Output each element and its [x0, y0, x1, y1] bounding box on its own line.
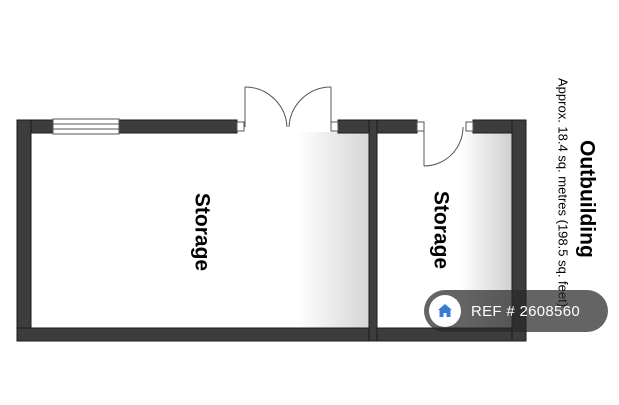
door-jambs [236, 121, 474, 132]
floorplan-title: Outbuilding [576, 140, 599, 258]
window [52, 118, 120, 135]
ref-number: REF # 2608560 [471, 302, 580, 320]
room-floor-large [31, 132, 372, 328]
wall-right [511, 119, 527, 342]
room-label-small: Storage [430, 191, 453, 269]
wall-top-left [16, 119, 238, 134]
wall-left [16, 119, 32, 342]
house-icon [429, 295, 461, 327]
double-door [244, 86, 332, 128]
floorplan-area: Approx. 18.4 sq. metres (198.5 sq. feet) [556, 78, 571, 307]
ref-watermark-badge: REF # 2608560 [424, 290, 608, 332]
room-label-large: Storage [191, 193, 214, 271]
walls [16, 119, 527, 342]
single-door [423, 126, 464, 167]
wall-partition [368, 119, 378, 342]
